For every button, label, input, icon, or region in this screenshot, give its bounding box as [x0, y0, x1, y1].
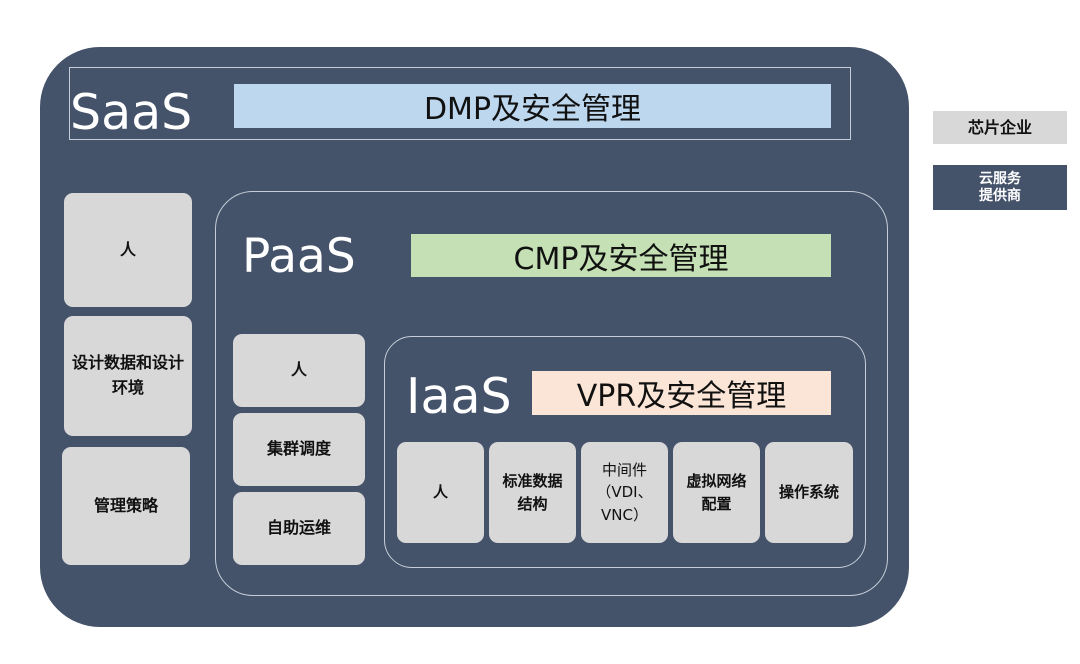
- paas-people-box: 人: [233, 334, 365, 407]
- management-policy-box: 管理策略: [62, 447, 190, 565]
- legend-chip-enterprise: 芯片企业: [933, 111, 1067, 144]
- iaas-title: IaaS: [406, 368, 512, 425]
- paas-layer-frame: [215, 191, 888, 596]
- saas-title: SaaS: [70, 84, 193, 141]
- legend-cloud-provider-label: 云服务提供商: [979, 170, 1021, 204]
- legend-cloud-provider: 云服务提供商: [933, 165, 1067, 210]
- paas-management-bar: CMP及安全管理: [411, 234, 831, 277]
- saas-management-bar: DMP及安全管理: [234, 84, 831, 128]
- design-data-environment-label: 设计数据和设计环境: [72, 353, 185, 397]
- virtual-network-config-box: 虚拟网络配置: [673, 442, 760, 543]
- iaas-layer-frame: [384, 336, 866, 568]
- iaas-management-bar: VPR及安全管理: [532, 371, 831, 415]
- paas-title: PaaS: [242, 229, 356, 284]
- middleware-box: 中间件（VDI、VNC）: [581, 442, 668, 543]
- design-data-environment-box: 设计数据和设计环境: [64, 316, 192, 436]
- self-service-ops-box: 自助运维: [233, 492, 365, 565]
- operating-system-box: 操作系统: [765, 442, 853, 543]
- saas-people-box: 人: [64, 193, 192, 307]
- standard-data-structure-box: 标准数据结构: [489, 442, 576, 543]
- cluster-scheduling-box: 集群调度: [233, 413, 365, 486]
- saas-layer-frame: [69, 67, 851, 140]
- iaas-people-box: 人: [397, 442, 484, 543]
